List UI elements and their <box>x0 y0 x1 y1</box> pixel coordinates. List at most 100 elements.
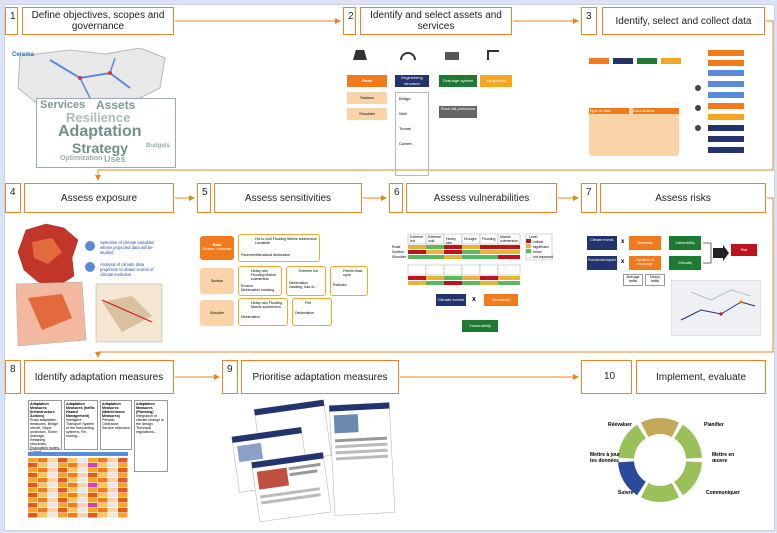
word-strategy: Strategy <box>72 140 129 156</box>
vh-4: Drought <box>464 237 477 241</box>
engineering-list <box>395 92 429 176</box>
heatmap-cell <box>88 498 98 503</box>
heatmap-cell <box>28 513 38 518</box>
heatmap-cell <box>48 473 58 478</box>
heatmap-cell <box>28 498 38 503</box>
step-2-title: Identify and select assets and services <box>360 7 512 35</box>
heatmap-cell <box>88 488 98 493</box>
heatmap-cell <box>58 463 68 468</box>
vrow-road: Road <box>392 245 401 249</box>
heatmap-cell <box>88 503 98 508</box>
measures-col1-items: Road adaptation measures, Bridge retrofi… <box>30 418 60 454</box>
risk-result: Risk <box>731 244 757 256</box>
asset-bridge: Bridge <box>399 96 411 101</box>
heatmap-cell <box>118 503 128 508</box>
asset-wall: Wall <box>399 111 407 116</box>
data-table <box>589 108 679 156</box>
heatmap-cell <box>68 463 78 468</box>
risk-functional-impact: Functional impact <box>587 256 617 270</box>
sens-surface: Surface <box>200 268 234 294</box>
heatmap-cell <box>118 498 128 503</box>
heatmap-cell <box>48 508 58 513</box>
sens-h3b: Deformation cracking, loss of... <box>289 281 318 289</box>
asset-tunnel: Tunnel <box>399 126 412 131</box>
heatmap-cell <box>68 483 78 488</box>
word-services: Services <box>40 99 86 111</box>
heatmap-cell <box>38 468 48 473</box>
heatmap-cell <box>78 513 88 518</box>
data-road <box>589 58 609 64</box>
word-optimization: Optimization <box>60 155 103 162</box>
heatmap-cell <box>108 513 118 518</box>
measures-col2-title: Adaptation Measures (traffic Hazard Mana… <box>66 402 95 418</box>
step-6-title: Assess vulnerabilities <box>406 183 557 213</box>
cycle-segment <box>674 461 702 496</box>
step-8-title: Identify adaptation measures <box>24 360 174 394</box>
vh-6: Marine submersion <box>500 235 519 243</box>
heatmap-cell <box>58 503 68 508</box>
word-uses: Uses <box>104 154 126 164</box>
data-equip <box>661 58 681 64</box>
heatmap-cell <box>78 458 88 463</box>
heatmap-cell <box>78 503 88 508</box>
vh-3: Heavy rain <box>446 237 456 245</box>
heatmap-cell <box>118 488 128 493</box>
cerema-logo: Cerema <box>12 52 35 58</box>
heatmap-cell <box>28 503 38 508</box>
measures-col2-items: Intelligent Transport System of the fore… <box>66 418 95 438</box>
heatmap-cell <box>118 478 128 483</box>
data-eng <box>613 58 633 64</box>
step-1-number: 1 <box>5 7 18 35</box>
heatmap-cell <box>78 488 88 493</box>
heatmap-cell <box>108 508 118 513</box>
road-icon <box>353 50 367 60</box>
sens-card-2: Heavy rain Flooding Marine submersion Er… <box>238 266 282 296</box>
prioritisation-documents <box>231 399 396 523</box>
sens-h5b: Deformation <box>241 315 261 319</box>
heatmap-cell <box>78 468 88 473</box>
heatmap-cell <box>68 513 78 518</box>
level-minor: minor <box>533 250 542 254</box>
vh-2: Extreme cold <box>428 235 442 243</box>
heatmap-cell <box>88 478 98 483</box>
heatmap-cell <box>28 468 38 473</box>
word-cloud <box>36 98 176 168</box>
step-5-title: Assess sensitivities <box>214 183 362 213</box>
step-4-title: Assess exposure <box>24 183 174 213</box>
heatmap-cell <box>98 503 108 508</box>
risk-vulnerability: Vulnerability <box>669 236 701 250</box>
step-8-number: 8 <box>5 360 21 394</box>
vuln-sensitivity: Sensitivity <box>484 294 518 306</box>
heatmap-cell <box>58 468 68 473</box>
drainage-icon <box>445 52 459 60</box>
heatmap-cell <box>98 473 108 478</box>
vrow-shoulder: Shoulder <box>392 255 407 259</box>
step-10-title: Implement, evaluate <box>636 360 766 394</box>
heatmap-cell <box>78 508 88 513</box>
heatmap-cell <box>48 493 58 498</box>
level-significant: significant <box>533 245 549 249</box>
heatmap-cell <box>98 488 108 493</box>
sens-card-1: Hot to cold Flooding Marine submersion L… <box>238 234 320 262</box>
heatmap-cell <box>28 508 38 513</box>
vuln-climate-events: Climate events <box>436 294 466 306</box>
cycle-segment <box>640 483 680 502</box>
heatmap-cell <box>28 458 38 463</box>
sens-h3: Extreme hot <box>299 269 318 273</box>
heatmap-cell <box>118 463 128 468</box>
heatmap-cell <box>118 513 128 518</box>
heatmap-cell <box>88 483 98 488</box>
heatmap-cell <box>118 473 128 478</box>
heatmap-cell <box>48 483 58 488</box>
step-7-number: 7 <box>581 183 597 213</box>
cycle-segment <box>618 461 646 496</box>
heatmap-cell <box>98 493 108 498</box>
heatmap-cell <box>38 503 48 508</box>
heatmap-cell <box>88 493 98 498</box>
cycle-planifier: Planifier <box>704 422 724 428</box>
level-critical: critical <box>533 240 543 244</box>
cycle-reevaluer: Réévaluer <box>608 422 632 428</box>
heatmap-cell <box>68 458 78 463</box>
heatmap-cell <box>88 458 98 463</box>
step-9-title: Prioritise adaptation measures <box>241 360 399 394</box>
